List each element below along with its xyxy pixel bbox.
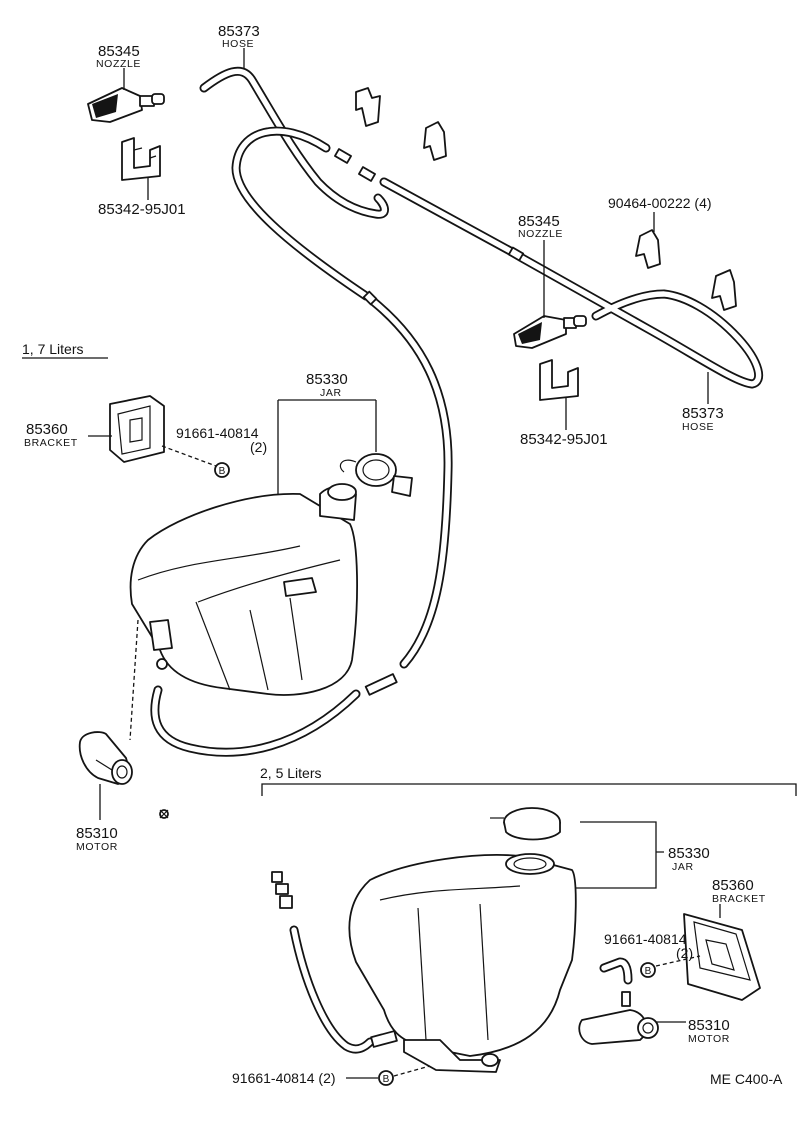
section-title-small: 1, 7 Liters [22,341,83,357]
bracket-large-part-number: 85360 [712,877,754,894]
svg-text:B: B [383,1074,390,1085]
jar-large-part-number: 85330 [668,845,710,862]
bolt-small-part-number: 91661-40814 [176,425,259,441]
hose-joints [271,148,525,1048]
hose-right-name: HOSE [682,421,714,433]
clip-small-part-number: 90464-00222 (4) [608,195,712,211]
bolt-marker-large: B [640,962,656,978]
section-title-large: 2, 5 Liters [260,765,321,781]
washer-motor-small-icon [78,731,133,785]
hose-top-loop [199,66,389,219]
hose-clip-icon [355,87,381,127]
svg-text:B: B [219,466,226,477]
nozzle-left-name: NOZZLE [96,58,141,70]
hose-clip-icon [711,269,737,311]
bracket-small-icon [109,395,165,463]
bracket-small-name: BRACKET [24,437,78,449]
svg-text:B: B [645,966,652,977]
nozzle-left-part-number: 85345 [98,43,140,60]
nozzle-right-name: NOZZLE [518,228,563,240]
washer-jar-small-icon [129,483,358,696]
hose-to-right-nozzle [379,177,764,389]
washer-motor-large-icon [578,991,659,1045]
hose-clip-icon [423,121,447,161]
washer-nozzle-left-icon [87,87,165,123]
hose-top-name: HOSE [222,38,254,50]
clip-left-part-number: 85342-95J01 [98,201,186,218]
bolt-marker-bottom: B [378,1070,394,1086]
bracket-small-part-number: 85360 [26,421,68,438]
hose-top-part-number: 85373 [218,23,260,40]
washer-nozzle-right-icon [513,315,587,349]
washer-jar-large-icon [348,853,577,1073]
bracket-large-icon [683,913,761,1001]
motor-large-name: MOTOR [688,1033,730,1045]
elbow-fitting [599,957,633,985]
bolt-large-part-number: 91661-40814 [604,931,687,947]
hose-jar-large-outlet [289,925,375,1054]
motor-large-part-number: 85310 [688,1017,730,1034]
bolt-large-quantity: (2) [676,945,693,961]
bolt-bottom-part-number: 91661-40814 (2) [232,1070,336,1086]
jar-small-cap-ring [339,453,413,497]
bracket-large-name: BRACKET [712,893,766,905]
jar-large-cap [490,807,561,841]
jar-large-name: JAR [672,861,694,873]
hose-right-part-number: 85373 [682,405,724,422]
hose-main-loop [231,126,453,669]
bolt-icon [159,809,169,819]
diagram-reference-code: ME C400-A [710,1071,783,1087]
motor-small-name: MOTOR [76,841,118,853]
hose-jar-small-outlet [150,685,361,757]
hose-clip-icon [635,229,661,269]
motor-small-part-number: 85310 [76,825,118,842]
jar-small-part-number: 85330 [306,371,348,388]
clip-right-part-number: 85342-95J01 [520,431,608,448]
nozzle-right-part-number: 85345 [518,213,560,230]
jar-small-name: JAR [320,387,342,399]
hose-clip-icon [121,137,161,181]
bolt-small-quantity: (2) [250,439,267,455]
bolt-marker-small: B [214,462,230,478]
leader-lines [22,48,797,1079]
hose-clip-icon [539,359,579,401]
